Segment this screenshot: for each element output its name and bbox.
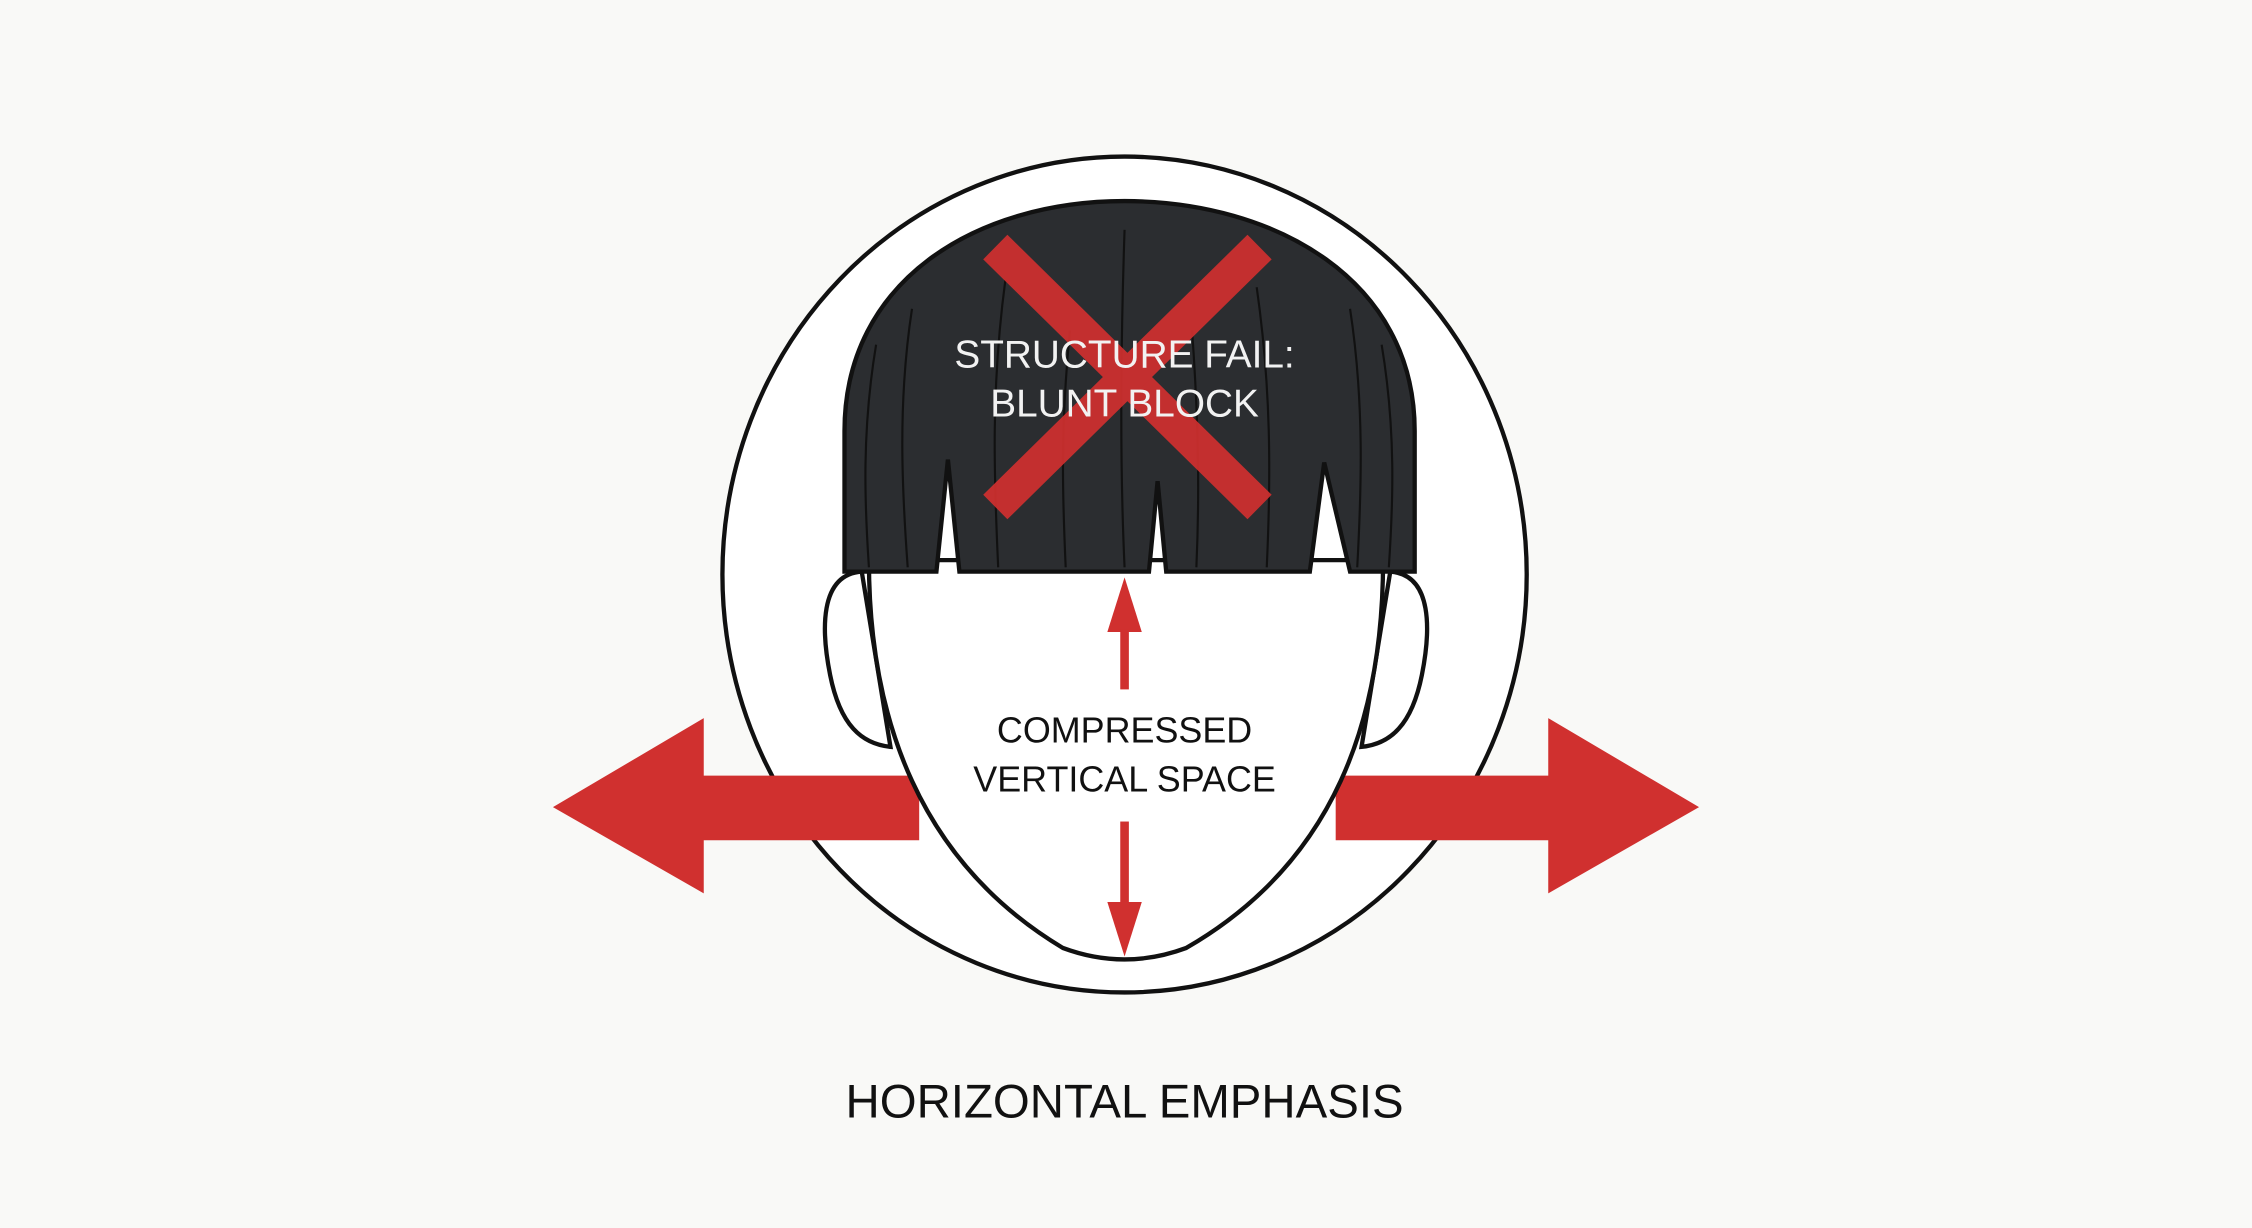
left-arrow-icon xyxy=(552,718,920,894)
hair-label-line1: STRUCTURE FAIL: xyxy=(954,334,1294,377)
left-ear xyxy=(822,569,894,750)
up-arrow-icon xyxy=(1107,577,1142,690)
face-label-line1: COMPRESSED xyxy=(997,711,1252,751)
right-ear xyxy=(1358,569,1430,750)
face xyxy=(866,557,1386,962)
right-arrow-icon xyxy=(1335,718,1700,894)
hair-label-line2: BLUNT BLOCK xyxy=(990,383,1259,426)
cross-mark-icon xyxy=(983,234,1272,520)
caption: HORIZONTAL EMPHASIS xyxy=(846,1075,1404,1128)
face-label-line2: VERTICAL SPACE xyxy=(973,759,1276,799)
down-arrow-icon xyxy=(1107,821,1142,957)
